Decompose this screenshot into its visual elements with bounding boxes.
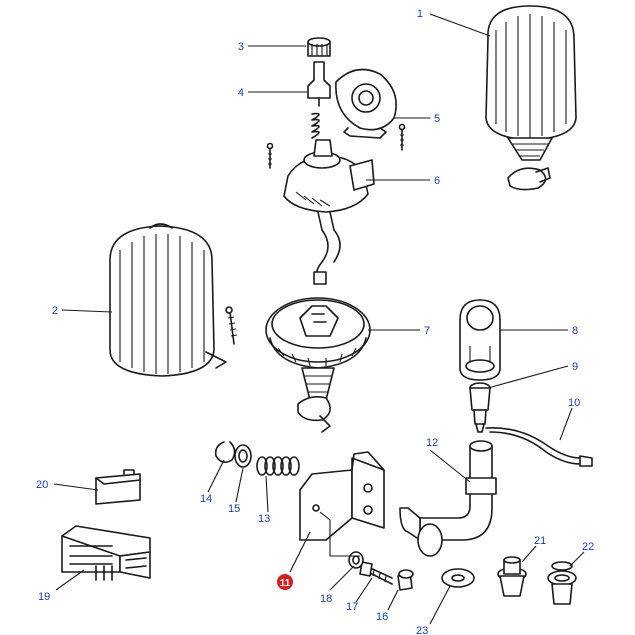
callout-2: 2 (52, 305, 58, 317)
part-19-switch[interactable] (61, 525, 151, 581)
callout-15: 15 (228, 503, 240, 515)
part-8-small-lamp[interactable] (459, 299, 501, 381)
part-14-circlip[interactable] (214, 441, 236, 464)
callout-19: 19 (38, 591, 50, 603)
part-15-washer[interactable] (234, 444, 252, 468)
callout-11-badge (277, 574, 293, 590)
callout-5: 5 (434, 113, 440, 125)
part-6-motor-base[interactable] (283, 139, 375, 285)
callout-11: 11 (280, 578, 291, 589)
callout-6: 6 (434, 175, 440, 187)
part-2-lens-dome[interactable] (109, 223, 227, 377)
callout-16: 16 (376, 611, 388, 623)
part-12-mounting-tube[interactable] (399, 440, 497, 557)
lens-fixing-screw[interactable] (225, 306, 238, 345)
callout-7: 7 (424, 325, 430, 337)
part-1-lens-dome[interactable] (485, 5, 577, 191)
part-16-cap-nut[interactable] (397, 569, 414, 591)
callout-11-highlight[interactable]: 11 (277, 574, 293, 590)
spring (311, 112, 320, 139)
callout-21: 21 (534, 535, 546, 547)
part-13-spring[interactable] (256, 456, 300, 476)
callout-10: 10 (568, 397, 580, 409)
part-21-grommet[interactable] (497, 556, 527, 597)
callout-20: 20 (36, 479, 48, 491)
callout-22: 22 (582, 541, 594, 553)
part-18-washer[interactable] (348, 551, 364, 569)
part-7-base-unit[interactable] (265, 297, 371, 433)
callout-23: 23 (416, 625, 428, 635)
callout-8: 8 (572, 325, 578, 337)
callout-14: 14 (200, 493, 212, 505)
base-screw[interactable] (266, 142, 274, 169)
leader-lines (53, 13, 585, 625)
callout-12: 12 (426, 437, 438, 449)
part-9-adapter[interactable] (469, 382, 491, 433)
part-3-knob[interactable] (307, 37, 331, 57)
reflector-screw[interactable] (398, 123, 406, 151)
part-11-bracket[interactable] (299, 451, 385, 541)
part-5-reflector[interactable] (335, 68, 397, 139)
part-17-bolt[interactable] (359, 561, 393, 585)
part-20-lens-cover[interactable] (95, 469, 141, 505)
callout-13: 13 (258, 513, 270, 525)
callout-3: 3 (238, 41, 244, 53)
part-22-grommet[interactable] (547, 561, 577, 605)
callout-18: 18 (320, 593, 332, 605)
callout-4: 4 (238, 87, 244, 99)
part-10-cable[interactable] (485, 427, 593, 467)
part-4-shaft[interactable] (307, 61, 331, 107)
part-23-washer[interactable] (441, 568, 475, 588)
callouts: 1 2 3 4 5 6 7 8 9 10 12 13 14 15 16 17 1… (36, 8, 594, 635)
callout-9: 9 (572, 361, 578, 373)
callout-17: 17 (346, 601, 358, 613)
callout-1: 1 (417, 8, 423, 20)
